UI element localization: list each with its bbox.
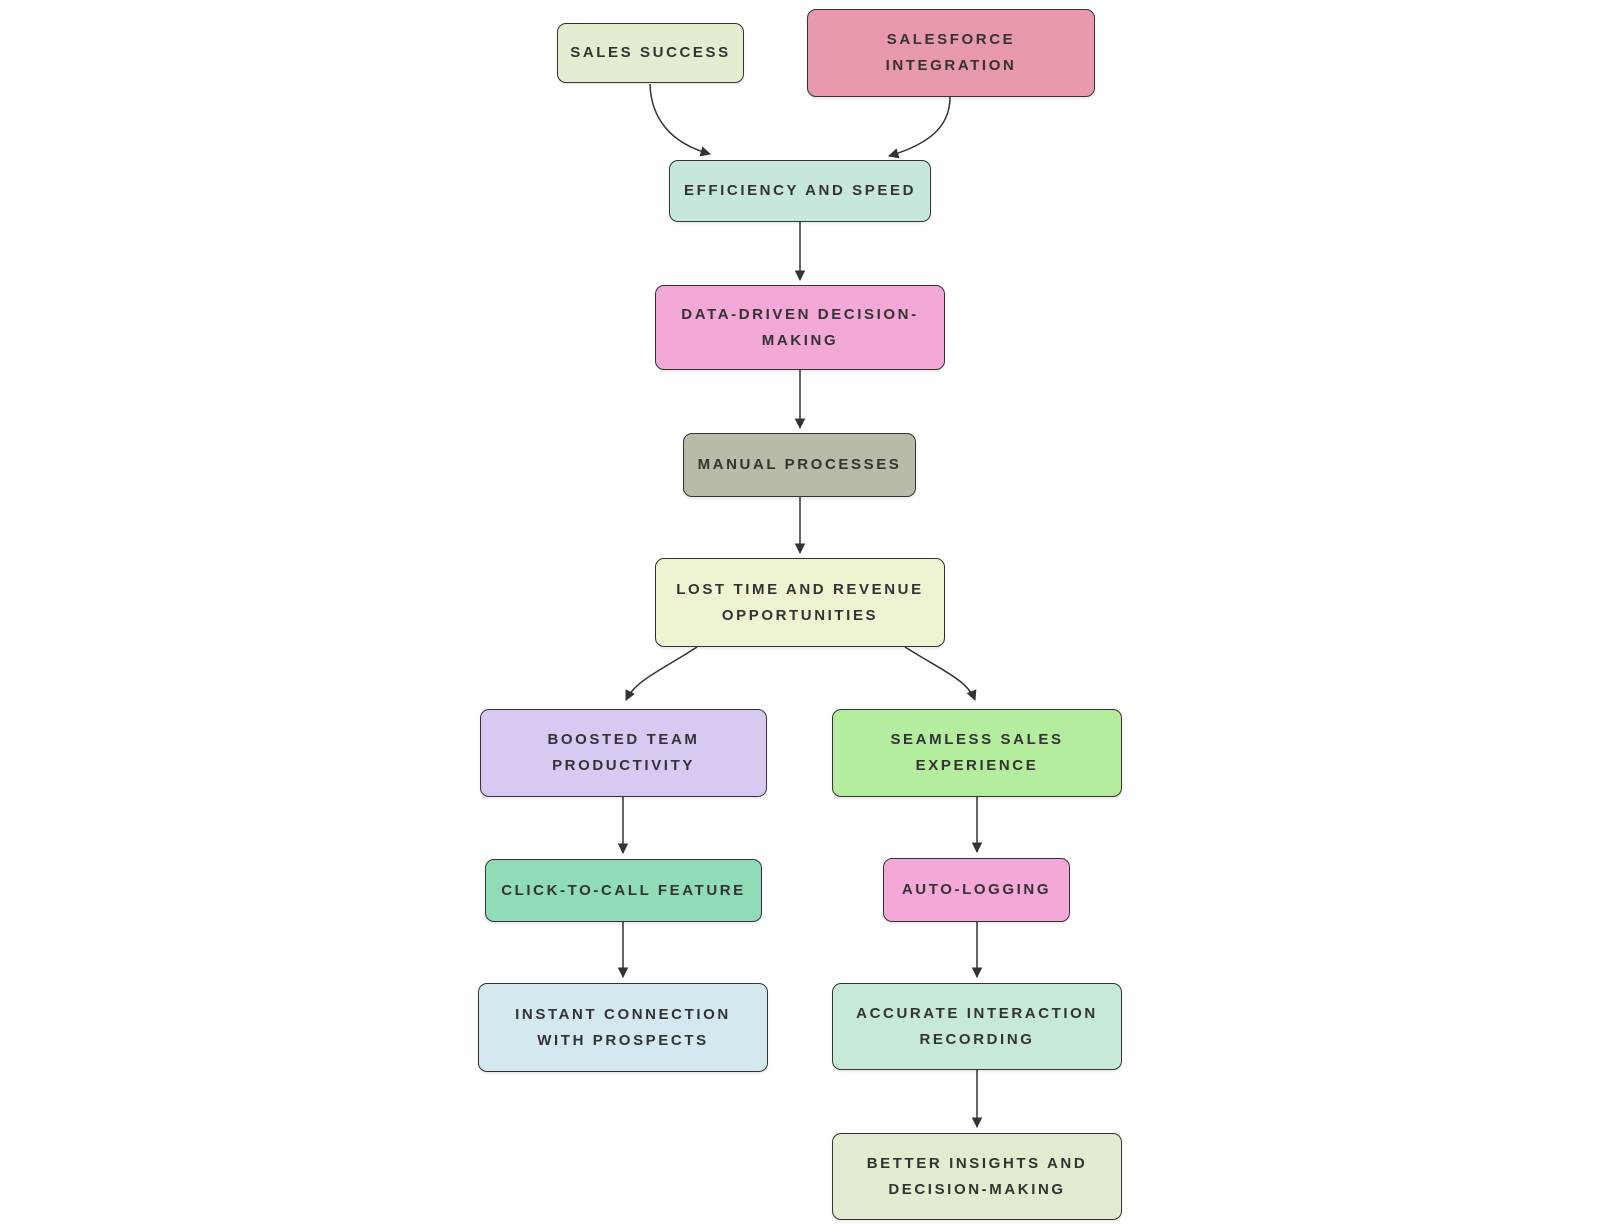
node-accurate-interaction-recording: ACCURATE INTERACTION RECORDING — [832, 983, 1122, 1070]
node-label-line: RECORDING — [919, 1030, 1035, 1048]
node-auto-logging: AUTO-LOGGING — [883, 858, 1070, 922]
node-click-to-call-feature: CLICK-TO-CALL FEATURE — [485, 859, 762, 922]
node-label-line: SALESFORCE — [886, 31, 1016, 48]
node-salesforce-integration: SALESFORCE INTEGRATION — [807, 9, 1095, 97]
node-label-line: SEAMLESS SALES — [890, 731, 1064, 748]
node-label-line: INSTANT CONNECTION — [515, 1005, 731, 1023]
node-seamless-sales-experience: SEAMLESS SALES EXPERIENCE — [832, 709, 1122, 797]
node-label-line: EXPERIENCE — [915, 757, 1039, 774]
node-label-line: AUTO-LOGGING — [901, 881, 1052, 898]
node-label-line: CLICK-TO-CALL FEATURE — [501, 881, 746, 899]
node-label-line: PRODUCTIVITY — [552, 757, 695, 774]
node-label-line: EFFICIENCY AND SPEED — [683, 182, 917, 199]
node-label-line: DATA-DRIVEN DECISION- — [681, 305, 919, 323]
node-label-line: INTEGRATION — [885, 57, 1017, 74]
edge-sales-success-to-efficiency — [649, 83, 712, 157]
node-label-line: WITH PROSPECTS — [537, 1031, 709, 1049]
node-label-line: SALES SUCCESS — [570, 44, 731, 61]
node-label-line: OPPORTUNITIES — [721, 606, 879, 624]
node-label-line: MANUAL PROCESSES — [697, 456, 902, 473]
edge-salesforce-to-efficiency — [887, 96, 951, 159]
node-data-driven-decision-making: DATA-DRIVEN DECISION- MAKING — [655, 285, 945, 370]
node-label-line: DECISION-MAKING — [888, 1180, 1066, 1198]
node-instant-connection-with-prospects: INSTANT CONNECTION WITH PROSPECTS — [478, 983, 768, 1072]
node-label-line: MAKING — [761, 331, 839, 349]
node-sales-success: SALES SUCCESS — [557, 23, 744, 83]
node-lost-time-and-revenue-opportunities: LOST TIME AND REVENUE OPPORTUNITIES — [655, 558, 945, 647]
node-better-insights-and-decision-making: BETTER INSIGHTS AND DECISION-MAKING — [832, 1133, 1122, 1220]
node-efficiency-and-speed: EFFICIENCY AND SPEED — [669, 160, 931, 222]
edge-lost-time-to-boosted — [625, 646, 698, 701]
node-label-line: BOOSTED TEAM — [547, 731, 700, 748]
node-manual-processes: MANUAL PROCESSES — [683, 433, 916, 497]
node-label-line: ACCURATE INTERACTION — [856, 1004, 1098, 1022]
edge-lost-time-to-seamless — [904, 646, 977, 701]
node-boosted-team-productivity: BOOSTED TEAM PRODUCTIVITY — [480, 709, 767, 797]
node-label-line: LOST TIME AND REVENUE — [676, 580, 924, 598]
node-label-line: BETTER INSIGHTS AND — [866, 1154, 1088, 1172]
